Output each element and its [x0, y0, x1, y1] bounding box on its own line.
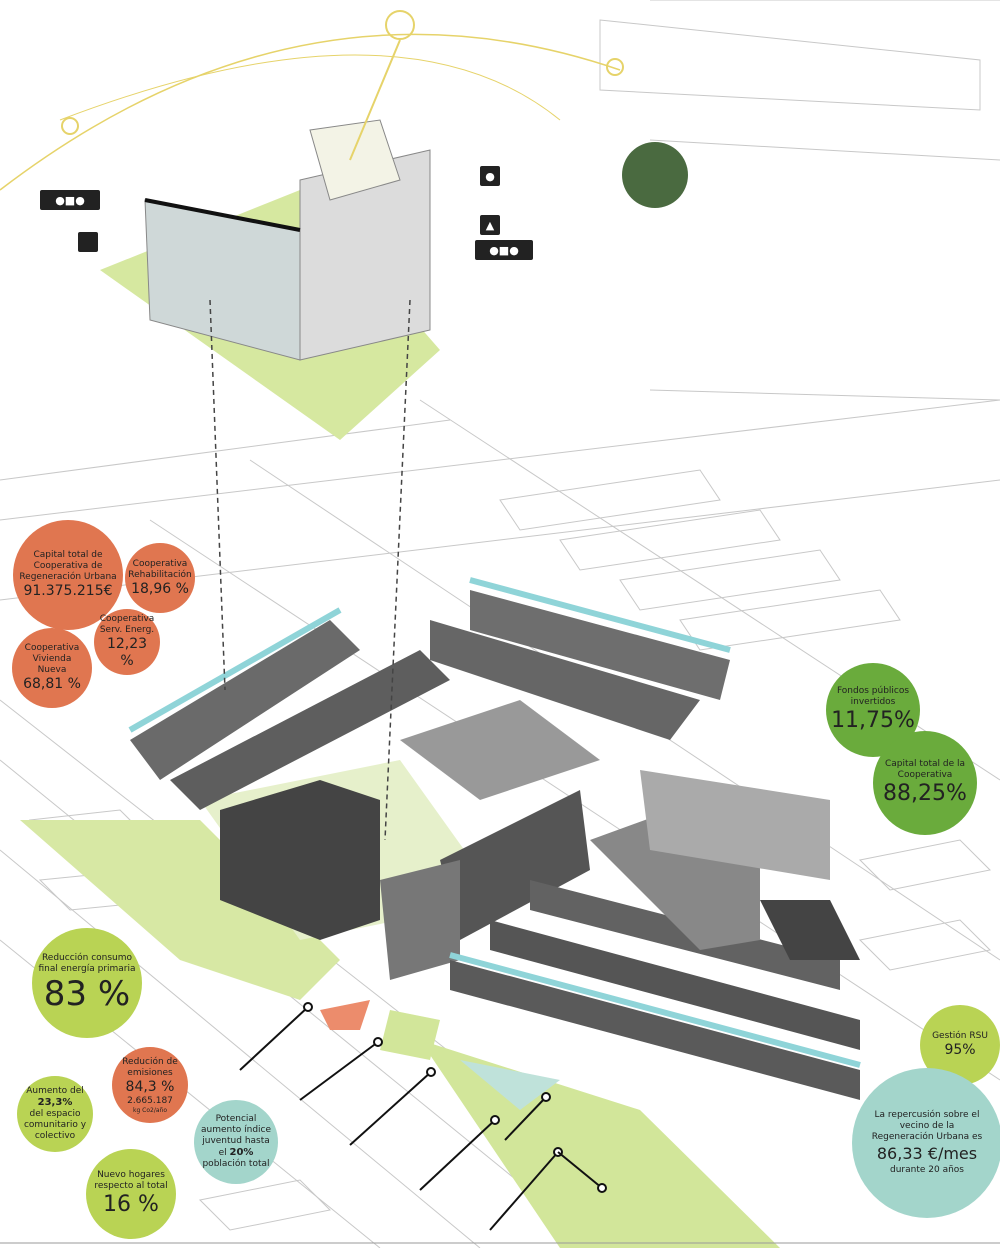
amenity-icons: ●■●: [475, 240, 533, 260]
vivienda-nueva-value: 68,81 %: [23, 676, 81, 692]
reduccion-emisiones-kg: 2.665.187: [127, 1095, 173, 1106]
reduccion-emisiones-circle: Redución de emisiones 84,3 % 2.665.187 k…: [112, 1047, 188, 1123]
capital-cooperativa-circle: Capital total de la Cooperativa 88,25%: [873, 731, 977, 835]
nuevos-hogares-label: Nuevo hogares respecto al total: [94, 1170, 168, 1191]
gestion-rsu-value: 95%: [944, 1042, 976, 1058]
vivienda-nueva-circle: Cooperativa Vivienda Nueva 68,81 %: [12, 628, 92, 708]
repercusion-circle: La repercusión sobre el vecino de la Reg…: [852, 1068, 1000, 1218]
juventud-post: población total: [202, 1159, 270, 1169]
capital-total-label: Capital total de Cooperativa de Regenera…: [19, 550, 117, 582]
serv-energ-value: 12,23 %: [106, 636, 148, 669]
sun-paths: [0, 10, 624, 191]
rehabilitacion-value: 18,96 %: [131, 580, 189, 597]
fondos-publicos-label: Fondos públicos invertidos: [836, 686, 910, 707]
gestion-rsu-label: Gestión RSU: [932, 1031, 988, 1041]
vivienda-nueva-label: Cooperativa Vivienda Nueva: [24, 643, 80, 675]
repercusion-value: 86,33 €/mes: [876, 1144, 978, 1163]
juventud-label: Potencial aumento índice juventud hasta: [200, 1114, 272, 1146]
reduccion-emisiones-label: Redución de emisiones: [122, 1056, 178, 1078]
building-blocks: [128, 577, 861, 1100]
juventud-pre: el: [218, 1148, 227, 1158]
reduccion-consumo-circle: Reducción consumo final energía primaria…: [32, 928, 142, 1038]
amenity-icon: ▲: [480, 215, 500, 235]
repercusion-duration: durante 20 años: [890, 1165, 964, 1175]
amenity-icon: ●: [480, 166, 500, 186]
repercusion-label: La repercusión sobre el vecino de la Reg…: [871, 1110, 983, 1142]
nuevos-hogares-circle: Nuevo hogares respecto al total 16 %: [86, 1149, 176, 1239]
fondos-publicos-value: 11,75%: [831, 708, 915, 733]
reduccion-emisiones-unit: kg Co2/año: [132, 1106, 168, 1114]
juventud-circle: Potencial aumento índice juventud hasta …: [194, 1100, 278, 1184]
top-building-detail: [100, 119, 440, 841]
site-photo-thumbnail: [622, 142, 688, 208]
capital-total-circle: Capital total de Cooperativa de Regenera…: [13, 520, 123, 630]
capital-total-value: 91.375.215€: [23, 583, 113, 599]
amenity-icons: ●■●: [40, 190, 100, 210]
nuevos-hogares-value: 16 %: [103, 1192, 159, 1217]
reduccion-emisiones-value: 84,3 %: [125, 1078, 175, 1095]
aumento-espacio-circle: Aumento del 23,3% del espacio comunitari…: [17, 1076, 93, 1152]
rehabilitacion-label: Cooperativa Rehabilitación: [128, 558, 192, 580]
serv-energ-label: Cooperativa Serv. Energ.: [99, 614, 155, 635]
capital-cooperativa-value: 88,25%: [883, 781, 967, 806]
aumento-espacio-value: 23,3%: [37, 1097, 73, 1108]
aumento-espacio-pre: Aumento del: [26, 1086, 84, 1096]
serv-energ-circle: Cooperativa Serv. Energ. 12,23 %: [94, 609, 160, 675]
reduccion-consumo-label: Reducción consumo final energía primaria: [38, 953, 136, 974]
juventud-value: 20%: [229, 1147, 254, 1158]
reduccion-consumo-value: 83 %: [43, 974, 131, 1014]
callout-pins: [239, 1002, 607, 1231]
rehabilitacion-circle: Cooperativa Rehabilitación 18,96 %: [125, 543, 195, 613]
capital-cooperativa-label: Capital total de la Cooperativa: [885, 759, 965, 780]
amenity-icon: [78, 232, 98, 252]
aumento-espacio-post: del espacio comunitario y colectivo: [23, 1109, 87, 1141]
